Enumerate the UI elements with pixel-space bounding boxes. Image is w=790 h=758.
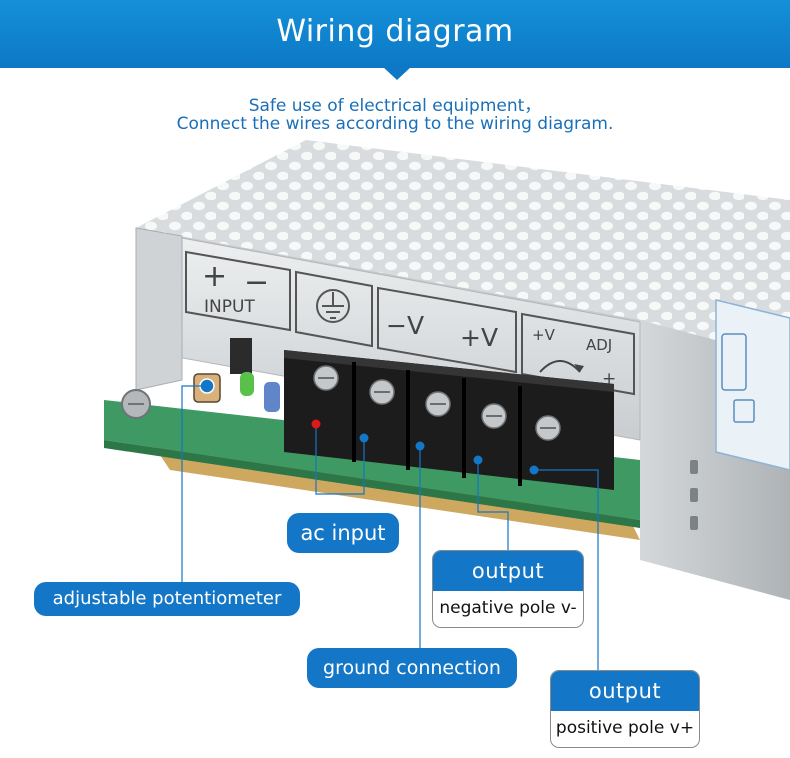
negative-output-marker [473,455,483,465]
ac-input-marker [359,433,369,443]
ground-icon [316,289,350,323]
positive-output-description: positive pole v+ [555,718,695,738]
resistor [264,382,280,412]
left-bracket [135,227,183,391]
positive-output-title: output [551,671,699,711]
ground-marker [415,441,425,451]
adj-label: ADJ [586,336,612,354]
banner-pointer [382,66,412,80]
ac-input-callout: ac input [287,513,399,553]
negative-output-callout-line [477,460,509,552]
input-minus-label: − [244,265,269,300]
subtitle-instructions: Connect the wires according to the wirin… [176,114,614,134]
negative-output-card: output negative pole v- [432,550,584,628]
positive-output-marker [529,465,539,475]
dc-output-label-box [377,286,517,374]
terminal-screw-slots [318,377,556,429]
perforated-lid [136,140,790,372]
led-indicator [240,372,254,396]
brand-logo [721,333,747,391]
terminal-block-top [284,350,614,392]
ac-input-marker-red [311,419,321,429]
adjust-arrow-icon [539,360,581,373]
negative-output-description: negative pole v- [439,598,577,618]
ce-mark [733,399,755,423]
positive-output-callout-line [534,469,599,672]
terminal-dividers [352,362,522,486]
potentiometer-callout-line [181,385,207,584]
neg-v-label: −V [386,311,424,340]
terminal-block [284,350,614,490]
input-label: INPUT [204,297,255,317]
header-banner: Wiring diagram [0,0,790,68]
ground-label-box [295,270,373,348]
page-title: Wiring diagram [276,14,514,49]
adjust-arrow-head [574,364,584,372]
vent-slot [690,516,698,530]
ac-input-callout-line [315,424,365,495]
adjustable-potentiometer-callout: adjustable potentiometer [34,582,300,616]
capacitor [230,338,252,374]
vent-slot [690,460,698,474]
input-label-box [185,250,291,332]
input-plus-label: + [202,259,227,294]
ground-connection-callout: ground connection [307,648,517,688]
positive-output-card: output positive pole v+ [550,670,700,748]
pcb-edge [104,440,640,528]
adj-pos-v-label: +V [532,326,556,344]
adj-label-box [521,312,635,396]
subtitle-safety: Safe use of electrical equipment， [248,96,542,116]
pos-v-label: +V [460,323,498,352]
vent-slot [690,488,698,502]
label-sticker [715,299,790,471]
negative-output-title: output [433,551,583,591]
